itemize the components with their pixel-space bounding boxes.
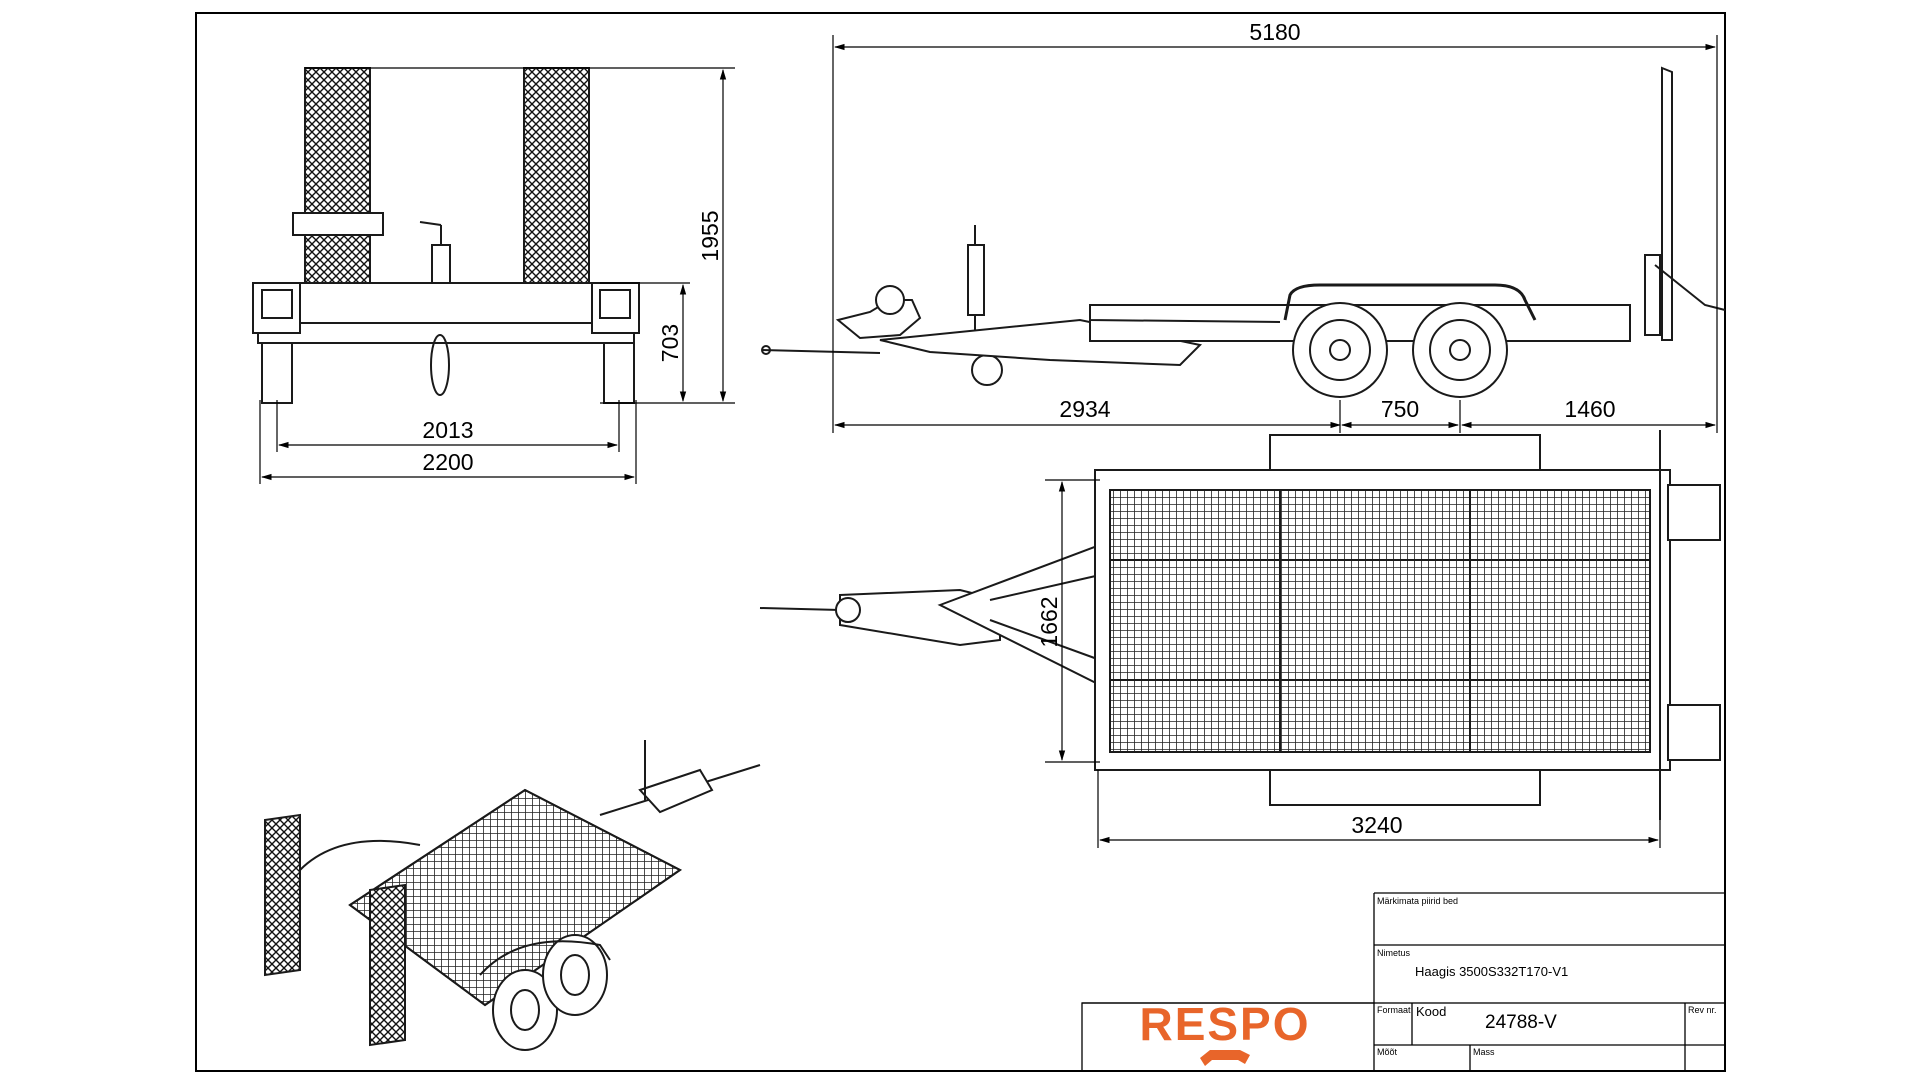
top-view-dimensions xyxy=(1045,479,1661,848)
marking-label: Märkimata piirid bed xyxy=(1377,896,1458,906)
dim-rear-overhang: 1460 xyxy=(1564,396,1615,422)
name-value: Haagis 3500S332T170-V1 xyxy=(1415,964,1568,979)
side-view xyxy=(761,66,1726,398)
front-right-ramp xyxy=(523,67,590,319)
isometric-view xyxy=(264,740,761,1051)
logo-text: RESPO xyxy=(1139,998,1310,1050)
dim-front-length: 2934 xyxy=(1059,396,1110,422)
code-label: Kood xyxy=(1416,1004,1446,1019)
front-view-dimensions xyxy=(259,67,735,484)
front-view xyxy=(252,67,640,404)
dim-track-width: 2013 xyxy=(422,417,473,443)
dim-total-height: 1955 xyxy=(697,210,723,261)
dim-axle-spacing: 750 xyxy=(1381,396,1419,422)
top-view xyxy=(759,430,1721,820)
title-block xyxy=(1081,892,1726,1072)
deck-mesh xyxy=(1109,489,1651,753)
name-label: Nimetus xyxy=(1377,948,1411,958)
respo-logo: RESPO xyxy=(1139,998,1310,1066)
side-view-dimensions xyxy=(832,35,1718,433)
dim-total-length: 5180 xyxy=(1249,19,1300,45)
scale-label: Mõõt xyxy=(1377,1047,1398,1057)
dim-deck-width: 1662 xyxy=(1036,596,1062,647)
dim-deck-height: 703 xyxy=(657,324,683,362)
mass-label: Mass xyxy=(1473,1047,1495,1057)
dim-deck-length: 3240 xyxy=(1351,812,1402,838)
code-value: 24788-V xyxy=(1485,1012,1557,1033)
sheet-border xyxy=(195,12,1726,1072)
front-left-ramp xyxy=(304,67,371,319)
bull-icon xyxy=(1200,1050,1250,1066)
dim-total-width: 2200 xyxy=(422,449,473,475)
format-label: Formaat xyxy=(1377,1005,1411,1015)
rev-label: Rev nr. xyxy=(1688,1005,1717,1015)
